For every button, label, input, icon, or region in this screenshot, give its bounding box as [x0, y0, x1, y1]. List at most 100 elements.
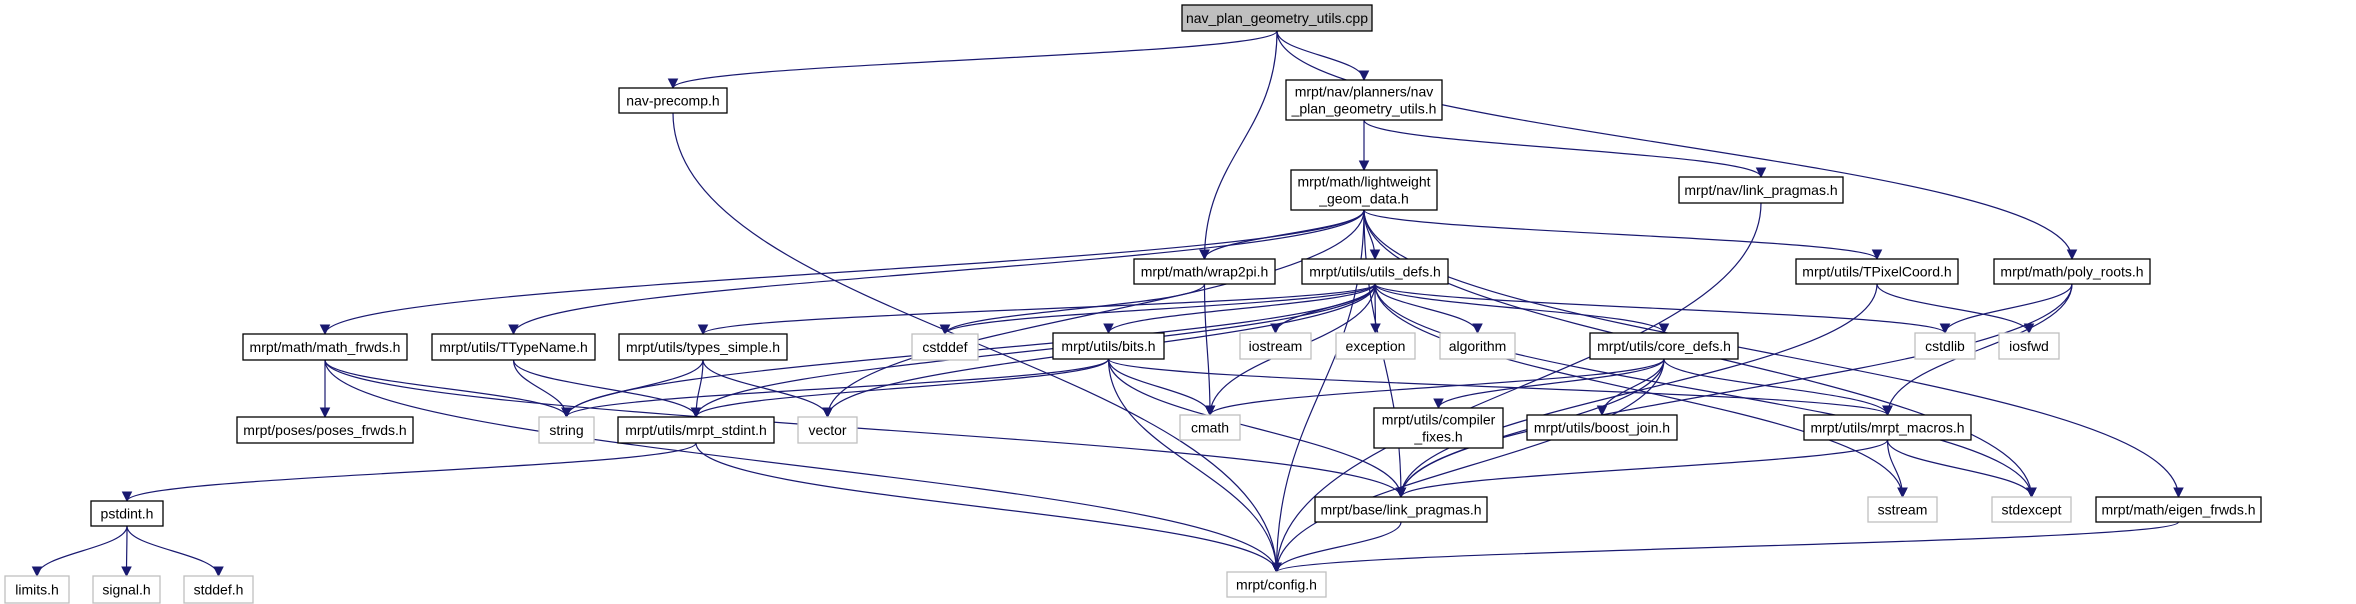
edge-macros-to-sstream: [1886, 439, 1908, 499]
node-label: cstddef: [922, 339, 967, 355]
edge-mathfrwds-to-config: [324, 359, 1282, 574]
node-box: [1867, 496, 1938, 523]
edge-root-to-npgu: [1276, 30, 1370, 82]
node-box: [797, 416, 858, 444]
edge-root-to-polyroots: [1276, 30, 2078, 261]
node-wrap2pi[interactable]: mrpt/math/wrap2pi.h: [1133, 258, 1276, 285]
node-cstddef: cstddef: [911, 333, 979, 361]
edge-utilsdefs-to-typessimple: [697, 283, 1376, 336]
node-algorithm: algorithm: [1439, 332, 1516, 360]
edge-mathfrwds-to-string: [324, 359, 572, 419]
node-box: [1335, 332, 1416, 360]
node-label: signal.h: [102, 582, 150, 598]
node-bits[interactable]: mrpt/utils/bits.h: [1052, 332, 1165, 360]
node-label: cmath: [1191, 420, 1229, 436]
node-box: [242, 333, 408, 361]
node-box: [617, 416, 775, 444]
node-box: [4, 575, 70, 604]
edge-utilsdefs-to-algorithm: [1374, 283, 1483, 335]
node-label: stdexcept: [2002, 502, 2062, 518]
edge-wrap2pi-to-cstddef: [939, 283, 1206, 336]
edge-polyroots-to-baselp: [1395, 283, 2073, 499]
node-stdint[interactable]: mrpt/utils/mrpt_stdint.h: [617, 416, 775, 444]
node-label: mrpt/math/poly_roots.h: [2000, 264, 2143, 280]
edge-root-to-wrap2pi: [1199, 30, 1278, 261]
edge-bits-to-config: [1107, 358, 1282, 574]
node-typessimple[interactable]: mrpt/utils/types_simple.h: [618, 333, 788, 361]
node-exception: exception: [1335, 332, 1416, 360]
edge-bits-to-macros: [1107, 358, 1893, 417]
node-box: [1133, 258, 1276, 285]
node-coredefs[interactable]: mrpt/utils/core_defs.h: [1589, 332, 1739, 360]
node-box: [1914, 332, 1976, 360]
node-box: [1439, 332, 1516, 360]
node-macros[interactable]: mrpt/utils/mrpt_macros.h: [1803, 414, 1972, 441]
edge-polyroots-to-macros: [1882, 283, 2073, 417]
node-label: mrpt/math/wrap2pi.h: [1141, 264, 1269, 280]
edge-lwgd-to-mathfrwds: [319, 209, 1365, 336]
node-npgu[interactable]: mrpt/nav/planners/nav_plan_geometry_util…: [1285, 79, 1443, 121]
node-navprecomp[interactable]: nav-precomp.h: [618, 87, 728, 114]
node-box: [1226, 571, 1327, 598]
node-label: iostream: [1249, 338, 1303, 354]
edge-utilsdefs-to-cstdlib: [1374, 283, 1951, 335]
node-box: [538, 416, 595, 444]
node-label: mrpt/nav/link_pragmas.h: [1684, 182, 1837, 198]
edge-root-to-navprecomp: [667, 30, 1278, 90]
edge-utilsdefs-to-bits: [1103, 283, 1376, 335]
node-root[interactable]: nav_plan_geometry_utils.cpp: [1181, 4, 1373, 32]
node-label: mrpt/math/math_frwds.h: [250, 339, 401, 355]
node-pstdint[interactable]: pstdint.h: [90, 500, 164, 527]
node-label: mrpt/base/link_pragmas.h: [1320, 502, 1481, 518]
node-ttypename[interactable]: mrpt/utils/TTypeName.h: [431, 333, 596, 361]
node-box: [1991, 496, 2072, 523]
node-string: string: [538, 416, 595, 444]
edge-bits-to-string: [561, 358, 1110, 419]
node-eigenfrwds[interactable]: mrpt/math/eigen_frwds.h: [2095, 496, 2262, 523]
edge-utilsdefs-to-exception: [1370, 283, 1381, 335]
node-box: [1301, 258, 1449, 285]
edge-pstdint-to-stddef: [126, 525, 224, 578]
edge-lwgd-to-tpixel: [1363, 209, 1883, 261]
edge-stdint-to-pstdint: [121, 442, 697, 503]
edge-utilsdefs-to-cstddef: [939, 283, 1376, 336]
node-box: [1181, 4, 1373, 32]
edge-coredefs-to-macros: [1663, 358, 1893, 417]
node-cstdlib: cstdlib: [1914, 332, 1976, 360]
node-label: mrpt/utils/bits.h: [1061, 338, 1155, 354]
node-limits: limits.h: [4, 575, 70, 604]
node-label: mrpt/utils/boost_join.h: [1534, 420, 1670, 436]
node-label: cstdlib: [1925, 338, 1965, 354]
edge-lwgd-to-ttypename: [508, 209, 1365, 336]
node-baselp[interactable]: mrpt/base/link_pragmas.h: [1314, 496, 1488, 523]
edge-lwgd-to-wrap2pi: [1199, 209, 1365, 261]
node-label: mrpt/utils/TPixelCoord.h: [1802, 264, 1951, 280]
node-label: _fixes.h: [1413, 429, 1462, 445]
node-box: [1803, 414, 1972, 441]
node-iostream: iostream: [1239, 332, 1312, 360]
node-tpixel[interactable]: mrpt/utils/TPixelCoord.h: [1795, 258, 1959, 285]
node-label: mrpt/config.h: [1236, 577, 1317, 593]
node-mathfrwds[interactable]: mrpt/math/math_frwds.h: [242, 333, 408, 361]
node-iosfwd: iosfwd: [1998, 332, 2060, 360]
node-box: [1678, 176, 1844, 204]
edge-npgu-to-navlp: [1363, 119, 1767, 179]
edges: [31, 30, 2184, 578]
node-stddef: stddef.h: [183, 575, 254, 604]
edge-macros-to-baselp: [1395, 439, 1889, 499]
node-box: [1993, 258, 2151, 285]
edge-baselp-to-config: [1271, 521, 1402, 574]
node-compfixes[interactable]: mrpt/utils/compiler_fixes.h: [1373, 407, 1504, 449]
node-polyroots[interactable]: mrpt/math/poly_roots.h: [1993, 258, 2151, 285]
node-label: pstdint.h: [101, 506, 154, 522]
node-box: [1179, 414, 1241, 441]
node-label: mrpt/poses/poses_frwds.h: [243, 422, 406, 438]
node-utilsdefs[interactable]: mrpt/utils/utils_defs.h: [1301, 258, 1449, 285]
node-lwgd[interactable]: mrpt/math/lightweight_geom_data.h: [1290, 169, 1438, 211]
node-box: [236, 416, 414, 444]
node-boostjoin[interactable]: mrpt/utils/boost_join.h: [1526, 414, 1678, 441]
edge-typessimple-to-vector: [702, 359, 833, 419]
node-posesfrwds[interactable]: mrpt/poses/poses_frwds.h: [236, 416, 414, 444]
node-navlp[interactable]: mrpt/nav/link_pragmas.h: [1678, 176, 1844, 204]
